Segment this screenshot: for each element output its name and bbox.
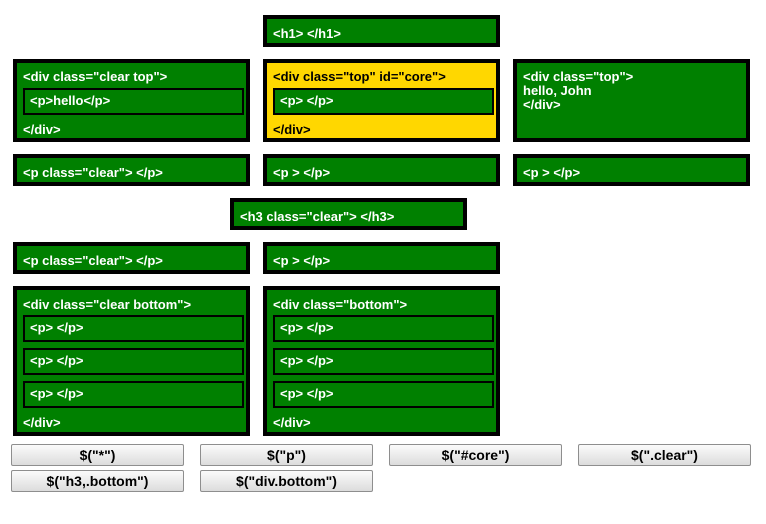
div-clear-bottom-p-label-3: <p> </p> — [30, 386, 84, 401]
div-clear-bottom-p-box-1: <p> </p> — [23, 315, 244, 342]
div-clear-bottom-p-label-2: <p> </p> — [30, 353, 84, 368]
div-top-label: <div class="top"> hello, John </div> — [523, 69, 634, 112]
div-bottom-open-label: <div class="bottom"> — [273, 297, 408, 312]
div-core-p-box: <p> </p> — [273, 88, 494, 115]
div-core-close-label: </div> — [273, 122, 311, 137]
h1-box: <h1> </h1> — [263, 15, 500, 47]
div-bottom-p-box-2: <p> </p> — [273, 348, 494, 375]
select-all-button[interactable]: $("*") — [11, 444, 184, 466]
div-clear-bottom-box: <div class="clear bottom"> <p> </p> <p> … — [13, 286, 250, 436]
div-bottom-p-label-2: <p> </p> — [280, 353, 334, 368]
div-clear-top-open-label: <div class="clear top"> — [23, 69, 168, 84]
div-core-p-label: <p> </p> — [280, 93, 334, 108]
p-clear-label-1: <p class="clear"> </p> — [23, 165, 163, 180]
div-bottom-p-label-3: <p> </p> — [280, 386, 334, 401]
div-clear-bottom-p-box-3: <p> </p> — [23, 381, 244, 408]
div-clear-top-close-label: </div> — [23, 122, 61, 137]
div-bottom-p-label-1: <p> </p> — [280, 320, 334, 335]
div-clear-top-box: <div class="clear top"> <p>hello</p> </d… — [13, 59, 250, 142]
div-clear-bottom-p-label-1: <p> </p> — [30, 320, 84, 335]
div-top-box: <div class="top"> hello, John </div> — [513, 59, 750, 142]
div-clear-bottom-close-label: </div> — [23, 415, 61, 430]
p-label-1: <p > </p> — [273, 165, 331, 180]
div-bottom-close-label: </div> — [273, 415, 311, 430]
h1-label: <h1> </h1> — [273, 26, 341, 41]
p-box-3: <p > </p> — [263, 242, 500, 274]
p-label-3: <p > </p> — [273, 253, 331, 268]
h3-clear-label: <h3 class="clear"> </h3> — [240, 209, 395, 224]
p-label-2: <p > </p> — [523, 165, 581, 180]
div-core-open-label: <div class="top" id="core"> — [273, 69, 446, 84]
select-div-bottom-button[interactable]: $("div.bottom") — [200, 470, 373, 492]
select-p-button[interactable]: $("p") — [200, 444, 373, 466]
select-h3-bottom-button[interactable]: $("h3,.bottom") — [11, 470, 184, 492]
div-core-box: <div class="top" id="core"> <p> </p> </d… — [263, 59, 500, 142]
div-clear-bottom-p-box-2: <p> </p> — [23, 348, 244, 375]
select-core-button[interactable]: $("#core") — [389, 444, 562, 466]
div-clear-top-p-label: <p>hello</p> — [30, 93, 111, 108]
p-clear-label-2: <p class="clear"> </p> — [23, 253, 163, 268]
p-box-1: <p > </p> — [263, 154, 500, 186]
p-box-2: <p > </p> — [513, 154, 750, 186]
div-bottom-p-box-1: <p> </p> — [273, 315, 494, 342]
select-clear-button[interactable]: $(".clear") — [578, 444, 751, 466]
div-clear-top-p-box: <p>hello</p> — [23, 88, 244, 115]
p-clear-box-2: <p class="clear"> </p> — [13, 242, 250, 274]
div-bottom-box: <div class="bottom"> <p> </p> <p> </p> <… — [263, 286, 500, 436]
div-clear-bottom-open-label: <div class="clear bottom"> — [23, 297, 192, 312]
div-bottom-p-box-3: <p> </p> — [273, 381, 494, 408]
h3-clear-box: <h3 class="clear"> </h3> — [230, 198, 467, 230]
p-clear-box-1: <p class="clear"> </p> — [13, 154, 250, 186]
